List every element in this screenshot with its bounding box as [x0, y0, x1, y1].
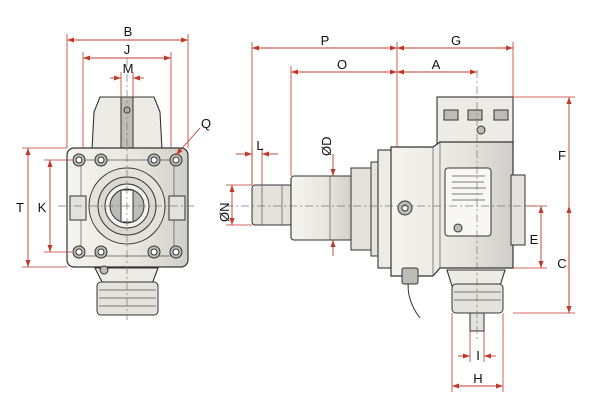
dim-label-J: J	[124, 42, 131, 57]
side-end-cap	[510, 174, 526, 246]
side-hose-fitting	[401, 267, 419, 285]
front-bottom-fitting	[96, 281, 159, 316]
side-bracket-slot-left	[443, 109, 459, 121]
front-left-slot	[69, 195, 87, 221]
front-view: B J M Q T K	[16, 24, 211, 320]
side-bracket-screw	[476, 125, 486, 135]
dim-label-N: ØN	[217, 203, 232, 223]
dim-label-B: B	[124, 24, 133, 39]
dim-label-G: G	[451, 33, 461, 48]
side-name-plate	[444, 167, 492, 237]
dim-label-P: P	[321, 33, 330, 48]
side-flange-back	[377, 149, 393, 269]
side-collar	[350, 167, 374, 251]
dim-label-I: I	[476, 348, 480, 363]
dim-label-L: L	[256, 138, 263, 153]
side-bracket-slot-right	[493, 109, 509, 121]
dim-label-T: T	[16, 200, 24, 215]
dim-label-Q: Q	[201, 116, 211, 131]
front-right-slot	[168, 195, 186, 221]
side-plate-logo	[453, 223, 463, 233]
dim-label-M: M	[123, 61, 134, 76]
dim-label-F: F	[558, 148, 566, 163]
dim-label-A: A	[432, 57, 441, 72]
side-top-bracket	[436, 96, 514, 148]
side-clamp-nut	[290, 175, 354, 241]
dim-label-C: C	[557, 256, 566, 271]
dim-label-O: O	[337, 57, 347, 72]
side-view: P G O A L ØD ØN F E	[217, 33, 575, 392]
side-tool-shank	[251, 184, 293, 226]
side-bracket-slot-mid	[467, 109, 483, 121]
dim-label-H: H	[473, 371, 482, 386]
front-corner-screws	[72, 153, 183, 259]
side-bottom-fitting	[451, 283, 504, 314]
front-coolant-port	[99, 265, 109, 275]
dim-label-E: E	[530, 232, 539, 247]
dim-label-D: ØD	[319, 137, 334, 157]
dim-label-K: K	[38, 200, 47, 215]
